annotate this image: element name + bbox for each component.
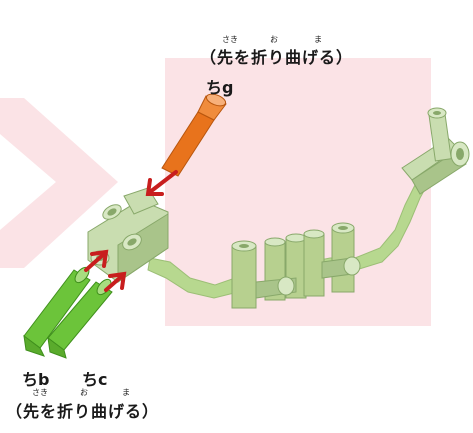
top-ruby-saki: さき bbox=[222, 35, 238, 44]
bottom-ruby-saki: さき bbox=[32, 388, 48, 397]
green-part-b bbox=[23, 266, 91, 357]
label-part-c: ちc bbox=[82, 370, 108, 389]
top-bend-note: （先を折り曲げる） bbox=[200, 48, 354, 67]
bottom-ruby-o: お bbox=[80, 388, 88, 397]
insert-arrows bbox=[84, 170, 178, 292]
bottom-ruby-ma: ま bbox=[122, 388, 130, 397]
connector-right bbox=[401, 107, 470, 195]
arrow-c-icon bbox=[104, 271, 127, 292]
arrow-b-icon bbox=[84, 249, 109, 272]
green-part-c bbox=[47, 278, 113, 359]
tube-cluster-middle bbox=[231, 222, 361, 309]
label-part-g: ちg bbox=[206, 78, 234, 97]
label-part-b: ちb bbox=[22, 370, 50, 389]
arrow-g-icon bbox=[145, 170, 178, 196]
bottom-bend-note: （先を折り曲げる） bbox=[6, 402, 160, 421]
orange-part-g bbox=[161, 93, 227, 177]
direction-chevron bbox=[0, 98, 118, 268]
top-ruby-o: お bbox=[270, 35, 278, 44]
top-ruby-ma: ま bbox=[314, 35, 322, 44]
